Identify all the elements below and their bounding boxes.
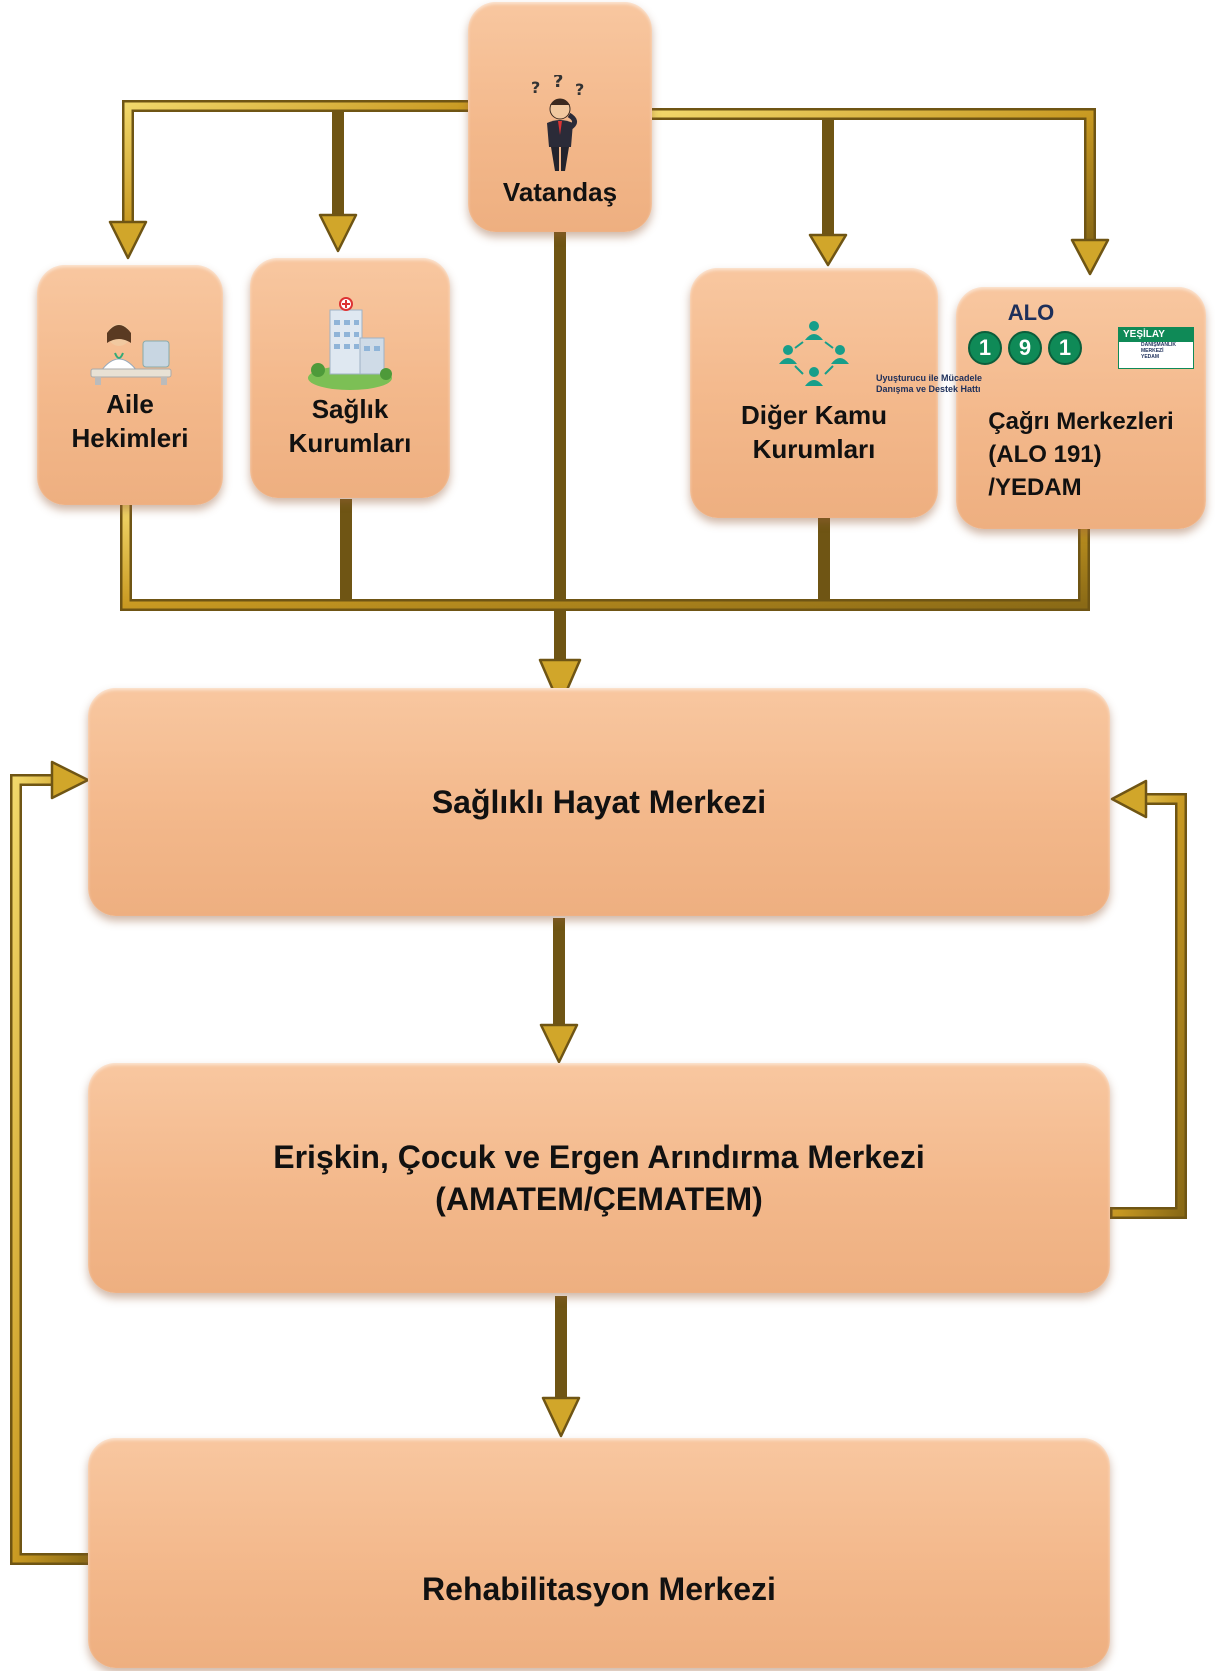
saglik-label-line1: Sağlık — [311, 394, 389, 424]
alo-digit: 1 — [1048, 331, 1082, 365]
wire-right-return — [1110, 793, 1187, 1219]
question-marks: ? — [531, 78, 540, 97]
alo-digit: 9 — [1008, 331, 1042, 365]
svg-text:?: ? — [553, 75, 563, 92]
arrowhead-right-return — [1110, 779, 1148, 819]
node-vatandas[interactable]: ? ? ? Vatandaş — [468, 2, 652, 232]
yesilay-sub-3: YEDAM — [1141, 354, 1160, 360]
cagri-label-line2: (ALO 191) — [988, 441, 1102, 468]
doctor-desk-icon — [90, 324, 172, 385]
saglik-label-line2: Kurumları — [288, 428, 412, 458]
arrowhead-diger — [808, 233, 848, 267]
arindirma-label-line1: Erişkin, Çocuk ve Ergen Arındırma Merkez… — [273, 1139, 925, 1175]
shm-label: Sağlıklı Hayat Merkezi — [431, 784, 767, 820]
diger-label-line2: Kurumları — [752, 434, 876, 464]
arrowhead-aile — [108, 220, 148, 260]
node-cagri-merkezleri[interactable]: ALO 1 9 1 YEŞİLAY DANIŞMANLIK MERKEZİ YE… — [876, 287, 1206, 529]
node-saglikli-hayat-merkezi[interactable]: Sağlıklı Hayat Merkezi — [88, 688, 1110, 916]
node-rehabilitasyon-merkezi[interactable]: Rehabilitasyon Merkezi — [88, 1438, 1110, 1668]
cagri-label-line1: Çağrı Merkezleri — [988, 408, 1174, 435]
people-network-icon — [779, 321, 849, 386]
alo-tagline-1: Uyuşturucu ile Mücadele — [876, 373, 983, 383]
arrowhead-saglik — [318, 213, 358, 253]
node-diger-kamu-kurumlari[interactable]: Diğer Kamu Kurumları — [690, 268, 938, 518]
arindirma-label-line2: (AMATEM/ÇEMATEM) — [435, 1181, 763, 1217]
yesilay-sub-2: MERKEZİ — [1141, 348, 1164, 354]
yesilay-title: YEŞİLAY — [1119, 328, 1193, 342]
aile-label-line1: Aile — [106, 389, 154, 419]
svg-text:?: ? — [575, 80, 584, 99]
node-saglik-kurumlari[interactable]: Sağlık Kurumları — [250, 258, 450, 498]
aile-label-line2: Hekimleri — [71, 423, 189, 453]
node-arindirma-merkezi[interactable]: Erişkin, Çocuk ve Ergen Arındırma Merkez… — [88, 1063, 1110, 1293]
arrowhead-shm-top — [538, 658, 582, 708]
alo-tagline-2: Danışma ve Destek Hattı — [876, 384, 981, 394]
thinking-person-icon: ? ? ? — [531, 75, 584, 171]
hospital-building-icon — [308, 297, 392, 390]
wire-vatandas-left — [122, 100, 474, 228]
alo-digit: 1 — [968, 331, 1002, 365]
alo-title: ALO — [1007, 300, 1055, 325]
vatandas-label: Vatandaş — [502, 177, 618, 207]
alo-191-logo: ALO 1 9 1 YEŞİLAY DANIŞMANLIK MERKEZİ YE… — [876, 301, 1194, 395]
wire-bottom-collector — [120, 499, 1090, 611]
yesilay-logo: YEŞİLAY DANIŞMANLIK MERKEZİ YEDAM — [1118, 327, 1194, 369]
arrowhead-arindirma-top — [539, 1023, 579, 1064]
rehab-label: Rehabilitasyon Merkezi — [422, 1571, 776, 1607]
diger-label-line1: Diğer Kamu — [741, 400, 887, 430]
wire-left-return — [10, 774, 94, 1565]
yesilay-sub-1: DANIŞMANLIK — [1141, 342, 1176, 348]
cagri-label-line3: /YEDAM — [988, 474, 1082, 501]
arrowhead-cagri — [1070, 238, 1110, 276]
arrowhead-left-return — [50, 760, 90, 800]
wire-vatandas-right — [646, 108, 1096, 246]
node-aile-hekimleri[interactable]: Aile Hekimleri — [37, 265, 223, 505]
arrowhead-rehab-top — [541, 1396, 581, 1438]
